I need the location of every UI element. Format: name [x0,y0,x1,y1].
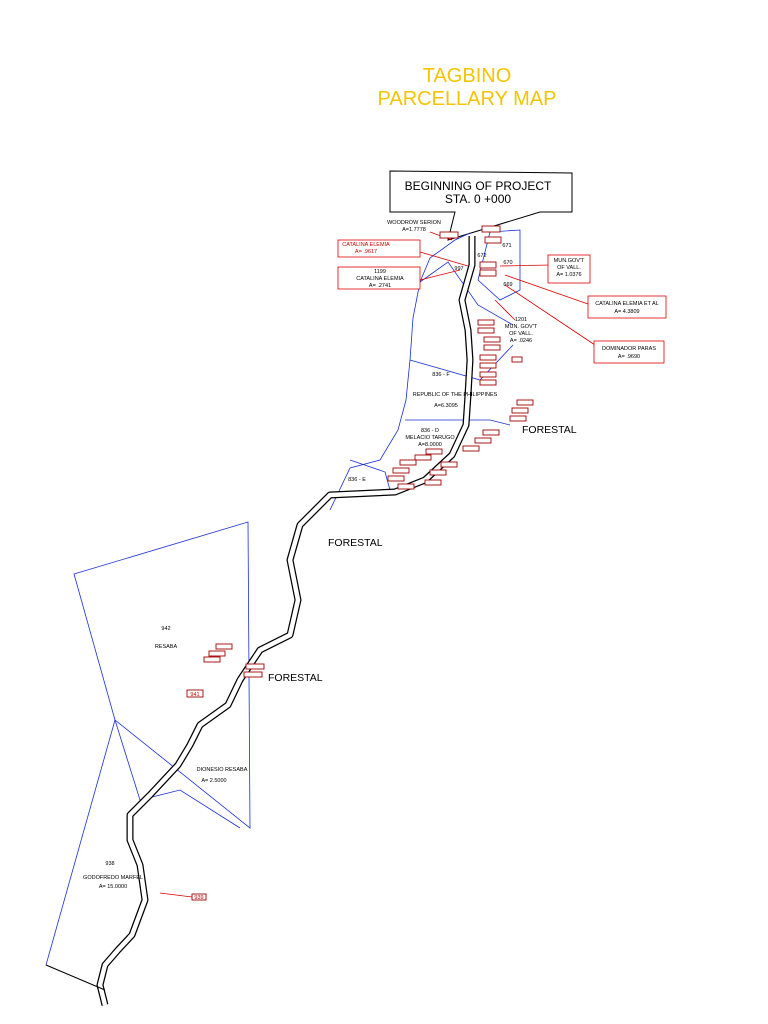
leader-lines [159,231,596,898]
lot-number-939: 939 [194,895,203,901]
lot-number-836d: 836 - D [421,428,439,434]
parcel-boundaries [45,229,521,966]
lot-number-942: 942 [161,626,170,632]
lot-label-mungovt-1201-line1: MUN. GOV'T [505,324,538,330]
lot-number-669: 669 [503,282,512,288]
lot-number-672: 672 [477,253,486,259]
lot-label-dionesio-area: A= 2.5000 [201,778,226,784]
lot-label-mungovt-670-area: A= 1.0376 [556,272,581,278]
lot-label-catalina-etal-area: A= 4.3809 [614,309,639,315]
lot-label-dominador-name: DOMINADOR PARAS [602,346,656,352]
lot-label-catalina-name: CATALINA ELEMIA [342,242,390,248]
project-start-callout: BEGINNING OF PROJECT STA. 0 +000 [389,170,573,241]
lot-label-melacio-name: MELACIO TARUGO [405,435,455,441]
lot-number-1199: 1199 [374,269,386,275]
lot-number-836f: 836 - F [432,372,450,378]
lot-label-godofredo-area: A= 15.0000 [99,884,127,890]
parcel-boundary-line [419,261,514,326]
lot-label-mungovt-1201-area: A= .0246 [510,338,532,344]
lot-label-catalina-area: A= .9617 [355,249,377,255]
lot-labels: WOODROW SERION A=1.7778 CATALINA ELEMIA … [83,220,659,901]
lot-label-woodrow-area: A=1.7778 [402,227,426,233]
forestal-label-center: FORESTAL [328,537,383,549]
map-title-line1: TAGBINO [423,65,512,87]
parcel-boundary-line [114,719,241,829]
lot-label-catalina-1199-name: CATALINA ELEMIA [356,276,404,282]
lot-label-dionesio-name: DIONESIO RESABA [197,767,248,773]
lot-label-mungovt-670-line1: MUN.GOV'T [554,258,585,264]
lot-number-941: 941 [190,692,199,698]
lot-callout-markers [186,225,534,901]
lot-number-938: 938 [105,861,114,867]
parcel-boundary-line [405,419,511,426]
lot-label-catalina-etal-name: CATALINA ELEMIA ET AL [595,301,659,307]
owner-callout-boxes [337,239,667,364]
lot-label-godofredo-name: GODOFREDO MARFEL [83,875,143,881]
project-start-line2: STA. 0 +000 [445,192,511,206]
lot-number-670: 670 [503,260,512,266]
lot-number-671: 671 [502,243,511,249]
map-title-line2: PARCELLARY MAP [378,88,557,110]
parcel-boundary-942 [73,521,251,829]
forestal-label-south: FORESTAL [268,672,323,684]
lot-label-republic-name: REPUBLIC OF THE PHILIPPINES [413,392,498,398]
lot-number-997: 997 [454,266,463,272]
forestal-label-east: FORESTAL [522,424,577,436]
project-start-line1: BEGINNING OF PROJECT [405,179,552,193]
parcel-boundary-line [349,459,391,491]
lot-label-resaba-name: RESABA [155,644,178,650]
lot-label-mungovt-670-line2: OF VALL. [557,265,581,271]
road-alignment [45,236,476,1006]
lot-number-836e: 836 - E [348,477,366,483]
lot-label-mungovt-1201-line2: OF VALL. [509,331,533,337]
lot-label-melacio-area: A=8.0000 [418,442,442,448]
lot-label-republic-area: A=6.3095 [434,403,458,409]
lot-number-1201: 1201 [515,317,527,323]
lot-label-woodrow-name: WOODROW SERION [387,220,441,226]
parcel-boundary-line [45,719,116,966]
lot-label-catalina-1199-area: A= .2741 [369,283,391,289]
lot-label-dominador-area: A= .9690 [618,354,640,360]
